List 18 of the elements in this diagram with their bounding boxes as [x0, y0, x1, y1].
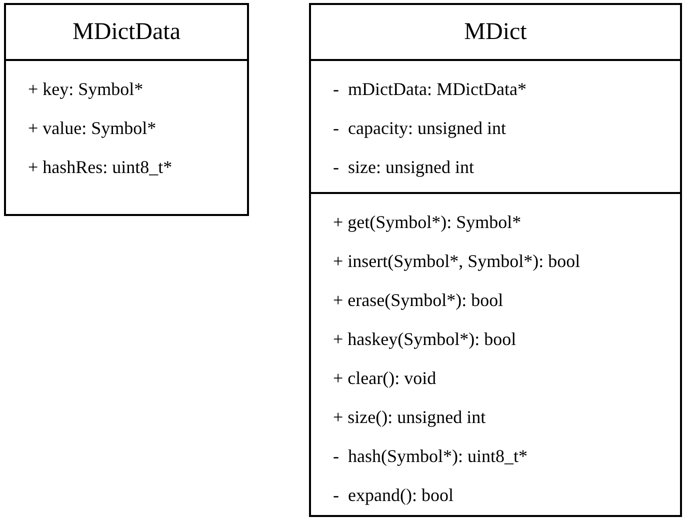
method-text: + erase(Symbol*): bool — [333, 289, 504, 311]
class-box — [309, 3, 682, 517]
method-text: + clear(): void — [333, 367, 436, 389]
attribute-text: - mDictData: MDictData* — [333, 78, 526, 100]
class-name: MDict — [463, 18, 528, 47]
method-text: + haskey(Symbol*): bool — [333, 328, 516, 350]
class-box — [4, 3, 249, 216]
method-text: + size(): unsigned int — [333, 406, 486, 428]
class-name: MDictData — [72, 18, 182, 47]
method-text: + get(Symbol*): Symbol* — [333, 211, 522, 233]
attribute-text: + key: Symbol* — [28, 78, 144, 100]
method-text: - hash(Symbol*): uint8_t* — [333, 445, 528, 467]
method-text: + insert(Symbol*, Symbol*): bool — [333, 250, 580, 272]
attribute-text: + hashRes: uint8_t* — [28, 156, 172, 178]
method-text: - expand(): bool — [333, 484, 454, 506]
attribute-text: + value: Symbol* — [28, 117, 156, 139]
attribute-text: - size: unsigned int — [333, 156, 474, 178]
attribute-text: - capacity: unsigned int — [333, 117, 506, 139]
